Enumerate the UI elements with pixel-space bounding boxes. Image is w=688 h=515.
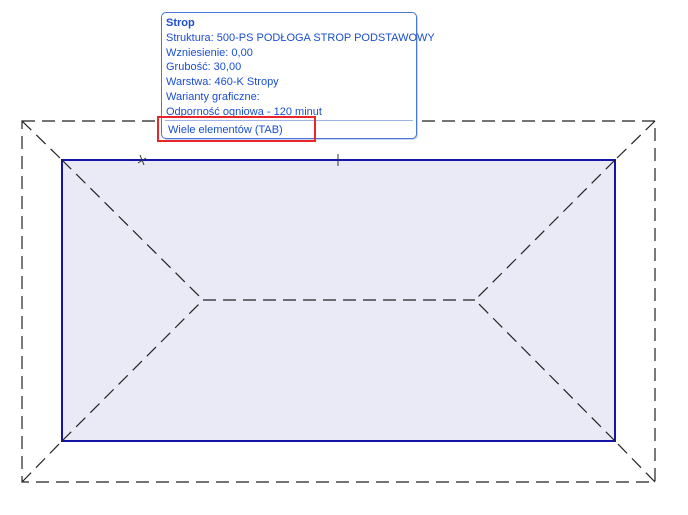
tooltip-odpornosc: Odporność ogniowa - 120 minut: [166, 105, 322, 118]
hip-line-top-right: [474, 159, 616, 301]
outer-dashed-boundary[interactable]: [21, 120, 656, 483]
corner-dash-top-left: [21, 120, 63, 161]
tooltip-grubosc: Grubość: 30,00: [166, 61, 242, 74]
hip-line-bottom-left: [61, 299, 204, 442]
tooltip-separator: [165, 120, 413, 121]
slab-polygon[interactable]: [61, 159, 616, 442]
corner-dash-bottom-right: [614, 440, 656, 483]
hip-line-bottom-right: [474, 299, 616, 442]
element-info-tooltip: Strop Struktura: 500-PS PODŁOGA STROP PO…: [161, 12, 435, 139]
tooltip-warianty: Warianty graficzne:: [166, 90, 260, 103]
corner-dash-bottom-left: [21, 440, 63, 483]
corner-dash-top-right: [614, 120, 656, 161]
multiple-elements-tab-hint[interactable]: Wiele elementów (TAB): [168, 124, 283, 136]
tooltip-title: Strop: [166, 17, 195, 29]
edge-marker-left: [137, 154, 147, 166]
tooltip-struktura: Struktura: 500-PS PODŁOGA STROP PODSTAWO…: [166, 31, 435, 44]
tooltip-warstwa: Warstwa: 460-K Stropy: [166, 76, 279, 89]
tooltip-wzniesienie: Wzniesienie: 0,00: [166, 46, 253, 59]
hip-line-top-left: [61, 159, 204, 301]
